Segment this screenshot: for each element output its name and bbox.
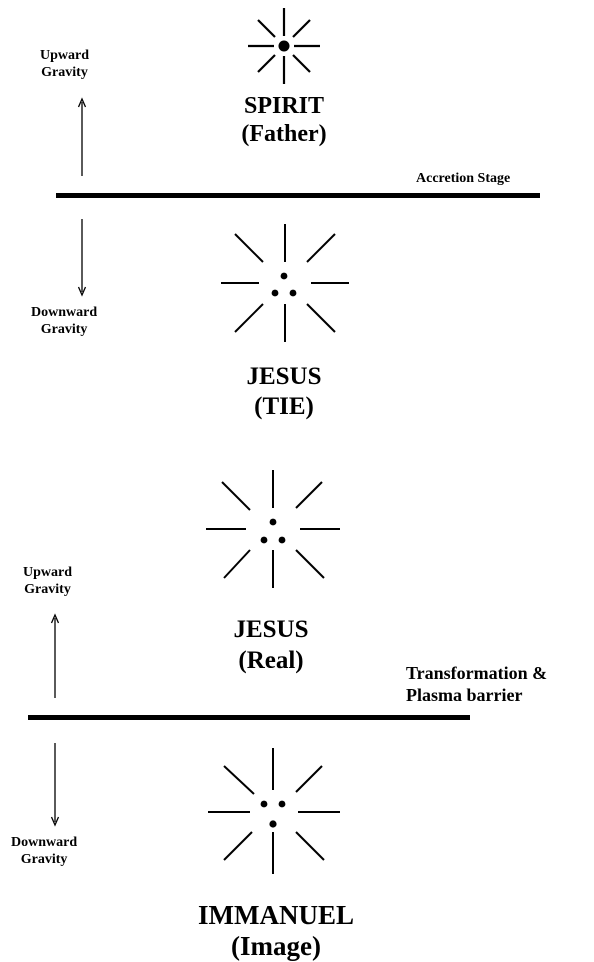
- downward-arrow-1: [77, 219, 87, 297]
- upward-gravity-label-line2: Gravity: [24, 582, 71, 597]
- spirit-title-line2: (Father): [241, 121, 327, 147]
- transformation-plasma-barrier-label: Transformation & Plasma barrier: [406, 662, 547, 706]
- upward-gravity-label-2: Upward Gravity: [23, 564, 72, 598]
- jesus-real-title: JESUS (Real): [171, 614, 371, 676]
- plasma-barrier-boundary-line: [28, 715, 470, 720]
- downward-gravity-label-line2: Gravity: [40, 322, 88, 337]
- jesus-tie-star-symbol: [221, 224, 349, 342]
- transformation-label-line2: Plasma barrier: [406, 685, 523, 705]
- immanuel-title: IMMANUEL (Image): [176, 900, 376, 962]
- jesus-tie-title-line1: JESUS: [246, 363, 322, 390]
- immanuel-star-symbol: [208, 748, 340, 874]
- upward-gravity-label-line2: Gravity: [41, 65, 88, 80]
- downward-gravity-label-1: Downward Gravity: [31, 304, 97, 338]
- downward-gravity-label-line1: Downward: [11, 835, 78, 850]
- jesus-tie-title-line2: (TIE): [254, 393, 314, 420]
- downward-arrow-2: [50, 743, 60, 827]
- spirit-star-symbol: [248, 8, 320, 84]
- jesus-tie-title: JESUS (TIE): [184, 362, 384, 422]
- transformation-label-line1: Transformation &: [406, 663, 548, 683]
- spirit-title-line1: SPIRIT: [243, 93, 325, 119]
- upward-arrow-1: [77, 97, 87, 176]
- upward-gravity-label-line1: Upward: [23, 565, 73, 580]
- upward-arrow-2: [50, 613, 60, 698]
- downward-gravity-label-line2: Gravity: [20, 852, 68, 867]
- downward-gravity-label-line1: Downward: [31, 305, 98, 320]
- immanuel-title-line1: IMMANUEL: [198, 900, 354, 930]
- jesus-real-title-line2: (Real): [238, 647, 304, 674]
- upward-gravity-label-1: Upward Gravity: [40, 47, 89, 81]
- upward-gravity-label-line1: Upward: [40, 48, 90, 63]
- jesus-real-star-symbol: [206, 470, 340, 588]
- downward-gravity-label-2: Downward Gravity: [11, 834, 77, 868]
- spirit-title: SPIRIT (Father): [184, 92, 384, 148]
- jesus-real-title-line1: JESUS: [233, 616, 309, 643]
- spirit-center-dot: [278, 40, 290, 52]
- immanuel-title-line2: (Image): [231, 931, 321, 961]
- accretion-stage-boundary-line: [56, 193, 540, 198]
- accretion-stage-label: Accretion Stage: [416, 171, 511, 186]
